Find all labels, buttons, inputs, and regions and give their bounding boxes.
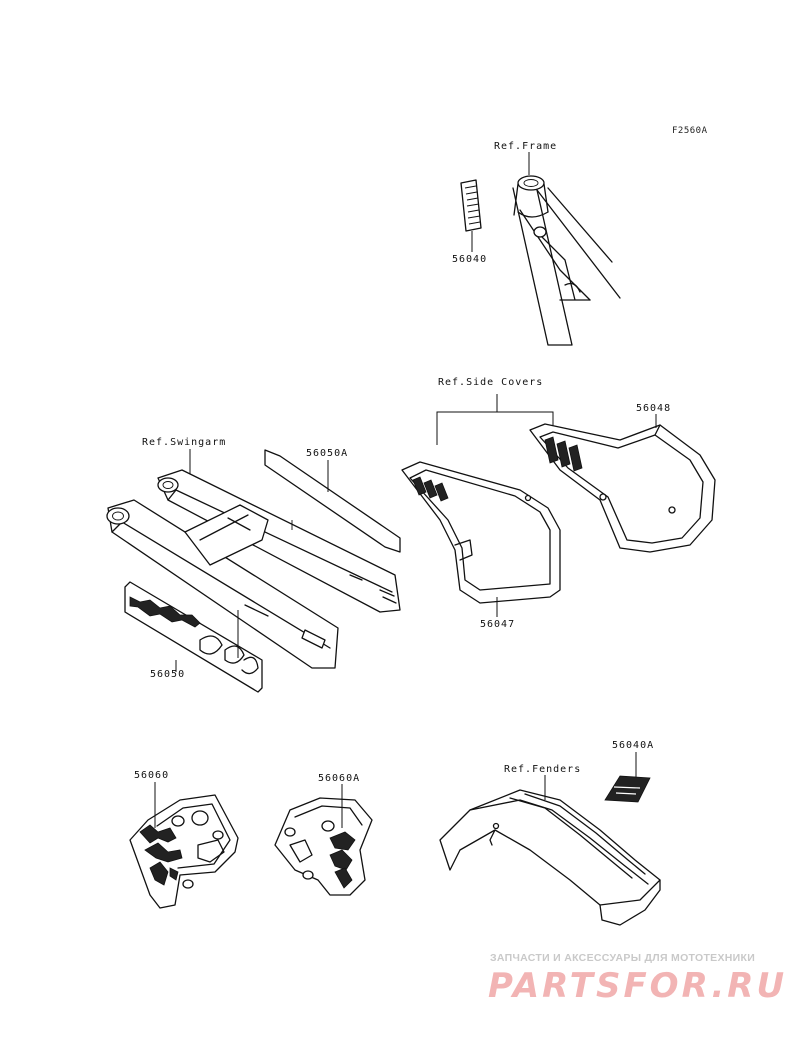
side-cover-left [401, 461, 561, 604]
label-56060a: 56060A [318, 773, 361, 784]
label-ref-fenders: Ref.Fenders [504, 764, 582, 775]
label-ref-swingarm: Ref.Swingarm [142, 437, 227, 448]
frame-part [512, 175, 621, 346]
decal-56050 [124, 581, 263, 693]
swingarm-part [106, 469, 401, 669]
label-ref-frame: Ref.Frame [494, 141, 558, 152]
label-56040a: 56040A [612, 740, 655, 751]
label-56040: 56040 [452, 254, 488, 265]
label-56050: 56050 [150, 669, 186, 680]
watermark-logo: PARTSFOR.RU [488, 966, 788, 1006]
fender-part [439, 789, 661, 926]
watermark-tagline: ЗАПЧАСТИ И АКСЕССУАРЫ ДЛЯ МОТОТЕХНИКИ [490, 952, 756, 964]
decal-56050a [264, 449, 401, 553]
label-56050a: 56050A [306, 448, 349, 459]
label-56048: 56048 [636, 403, 672, 414]
label-56060: 56060 [134, 770, 170, 781]
plate-56060 [129, 794, 239, 909]
diagram-code: F2560A [672, 126, 708, 136]
decal-56040a [604, 775, 651, 803]
side-cover-right [529, 423, 716, 553]
plate-56060a [274, 797, 373, 896]
label-ref-side-covers: Ref.Side Covers [438, 377, 544, 388]
decal-56040 [460, 179, 482, 232]
label-56047: 56047 [480, 619, 516, 630]
leader-ref-side-covers [436, 411, 554, 445]
